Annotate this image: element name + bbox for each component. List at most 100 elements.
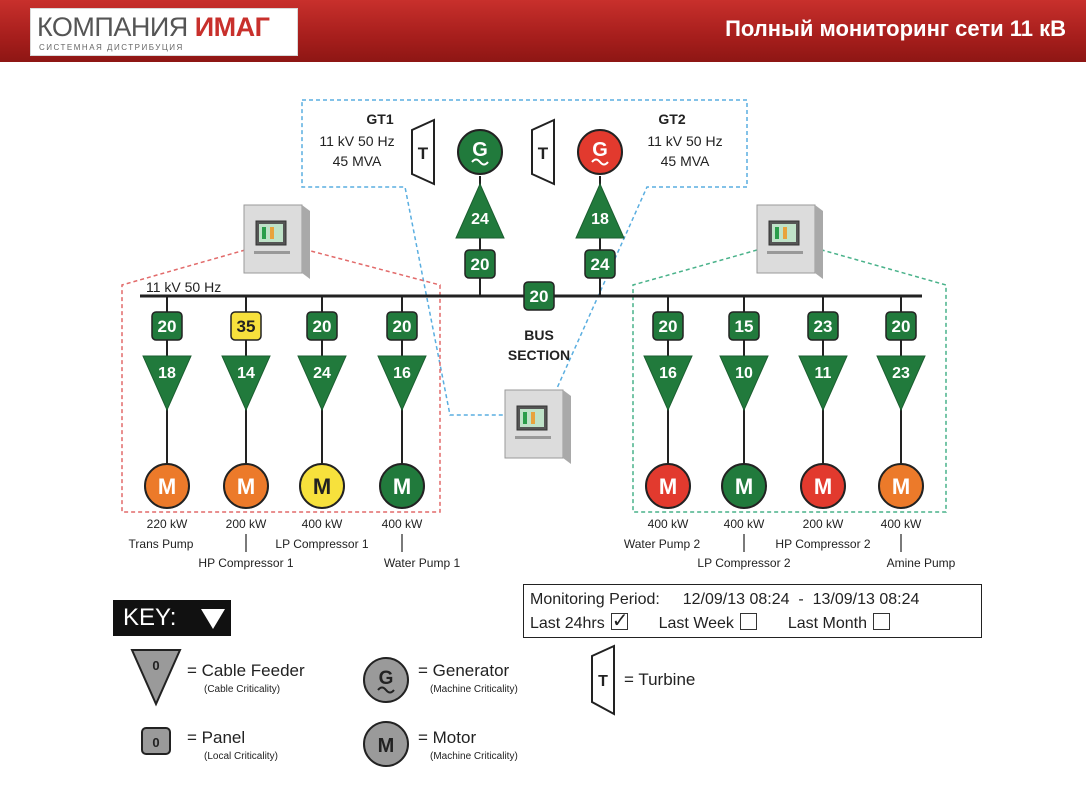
gen-feeder-1-shape (455, 182, 505, 239)
key-title: KEY: (123, 604, 177, 631)
bus-section-label-2: SECTION (508, 347, 570, 363)
key-turbine-label: = Turbine (624, 670, 695, 689)
key-gen-sub: (Machine Criticality) (430, 684, 518, 695)
key-panel: 0= Panel(Local Criticality) (141, 727, 278, 762)
right-cable-3[interactable]: 11 (798, 355, 848, 412)
generator-1[interactable]: G (457, 129, 503, 175)
monitoring-options-row: Last 24hrs Last Week Last Month (530, 608, 890, 633)
left-motor-4[interactable]: M (379, 463, 425, 509)
right-panel-2[interactable]: 15 (728, 311, 760, 341)
right-cable-3-value: 11 (815, 365, 832, 382)
right-cable-4-shape (876, 355, 926, 412)
right-monitor-cabinet-led-strip (767, 251, 803, 254)
right-motor-2-name: LP Compressor 2 (697, 556, 790, 570)
right-panel-1[interactable]: 20 (652, 311, 684, 341)
key-motor: M= Motor(Machine Criticality) (363, 721, 518, 767)
key-turbine-icon (591, 644, 615, 716)
left-cable-2-value: 14 (237, 365, 255, 382)
bus-section-panel[interactable]: 20 (523, 281, 555, 311)
page-title: Полный мониторинг сети 11 кВ (725, 16, 1066, 41)
gen-panel-1[interactable]: 20 (464, 249, 496, 279)
right-motor-2[interactable]: M (721, 463, 767, 509)
left-cable-1-value: 18 (158, 365, 176, 382)
option-last-24hrs-checkbox[interactable] (610, 608, 628, 633)
key-cable-symbol: 0 (152, 658, 159, 673)
left-motor-3[interactable]: M (299, 463, 345, 509)
key-header[interactable]: KEY: (113, 600, 231, 636)
logo-subtitle: СИСТЕМНАЯ ДИСТРИБУЦИЯ (39, 43, 184, 52)
generator-1-letter: G (472, 139, 488, 161)
right-cable-1[interactable]: 16 (643, 355, 693, 412)
left-monitor-cabinet-led-strip (254, 251, 290, 254)
left-motor-2[interactable]: M (223, 463, 269, 509)
left-motor-1-kw: 220 kW (147, 517, 188, 531)
company-logo: КОМПАНИЯ ИМАГ СИСТЕМНАЯ ДИСТРИБУЦИЯ (30, 8, 298, 56)
key-panel-symbol: 0 (152, 735, 159, 750)
right-panel-1-box (652, 311, 684, 341)
turbine-1-letter: T (418, 144, 429, 163)
key-motor-label: = Motor (418, 728, 476, 747)
left-panel-3[interactable]: 20 (306, 311, 338, 341)
right-monitor-cabinet (756, 204, 823, 279)
right-motor-1-circle (645, 463, 691, 509)
right-motor-1-letter: M (659, 474, 677, 499)
left-cable-2-shape (221, 355, 271, 412)
left-motor-4-circle (379, 463, 425, 509)
left-panel-3-value: 20 (313, 317, 332, 336)
gt1-name: GT1 (366, 111, 393, 127)
right-motor-4-kw: 400 kW (881, 517, 922, 531)
right-cable-4[interactable]: 23 (876, 355, 926, 412)
left-cable-1[interactable]: 18 (142, 355, 192, 412)
right-panel-1-value: 20 (659, 317, 678, 336)
left-cable-3[interactable]: 24 (297, 355, 347, 412)
right-motor-2-circle (721, 463, 767, 509)
right-panel-3[interactable]: 23 (807, 311, 839, 341)
gt1-mva: 45 MVA (333, 153, 382, 169)
right-motor-4[interactable]: M (878, 463, 924, 509)
generator-2[interactable]: G (577, 129, 623, 175)
bus-voltage-label: 11 kV 50 Hz (146, 279, 221, 295)
left-cable-4[interactable]: 16 (377, 355, 427, 412)
turbine-1[interactable]: T (411, 118, 435, 186)
left-cable-4-shape (377, 355, 427, 412)
key-gen-tilde-icon (377, 686, 395, 694)
gt1-rating: 11 kV 50 Hz (319, 133, 394, 149)
right-panel-4[interactable]: 20 (885, 311, 917, 341)
left-motor-1[interactable]: M (144, 463, 190, 509)
left-motor-2-circle (223, 463, 269, 509)
bus-section-panel-box (523, 281, 555, 311)
right-cable-4-value: 23 (892, 365, 910, 382)
right-motor-3[interactable]: M (800, 463, 846, 509)
turbine-2[interactable]: T (531, 118, 555, 186)
right-cable-2[interactable]: 10 (719, 355, 769, 412)
center-monitor-cabinet-led-strip (515, 436, 551, 439)
left-cable-4-value: 16 (393, 365, 411, 382)
left-cable-2[interactable]: 14 (221, 355, 271, 412)
option-last-month-checkbox[interactable] (872, 613, 890, 630)
gen-panel-2[interactable]: 24 (584, 249, 616, 279)
left-motor-3-letter: M (313, 474, 331, 499)
key-panel-icon (141, 727, 171, 755)
left-panel-1[interactable]: 20 (151, 311, 183, 341)
generator-1-circle (457, 129, 503, 175)
left-panel-1-value: 20 (158, 317, 177, 336)
gen-panel-2-box (584, 249, 616, 279)
gt2-rating: 11 kV 50 Hz (647, 133, 722, 149)
gen-feeder-2[interactable]: 18 (575, 182, 625, 239)
left-panel-4-value: 20 (393, 317, 412, 336)
gen-feeder-1[interactable]: 24 (455, 182, 505, 239)
left-motor-2-letter: M (237, 474, 255, 499)
option-last-week-checkbox[interactable] (739, 613, 757, 630)
right-cable-2-value: 10 (735, 365, 753, 382)
logo-text: КОМПАНИЯ ИМАГ (37, 11, 270, 43)
center-monitor-cabinet-bar2 (531, 412, 535, 424)
left-panel-2[interactable]: 35 (230, 311, 262, 341)
right-panel-4-value: 20 (892, 317, 911, 336)
center-monitor-cabinet-bar1 (523, 412, 527, 424)
left-motor-2-name: HP Compressor 1 (198, 556, 293, 570)
bus-section-panel-value: 20 (530, 287, 549, 306)
left-panel-4[interactable]: 20 (386, 311, 418, 341)
key-cable-feeder: 0= Cable Feeder(Cable Criticality) (130, 649, 305, 707)
right-motor-1[interactable]: M (645, 463, 691, 509)
left-motor-1-circle (144, 463, 190, 509)
